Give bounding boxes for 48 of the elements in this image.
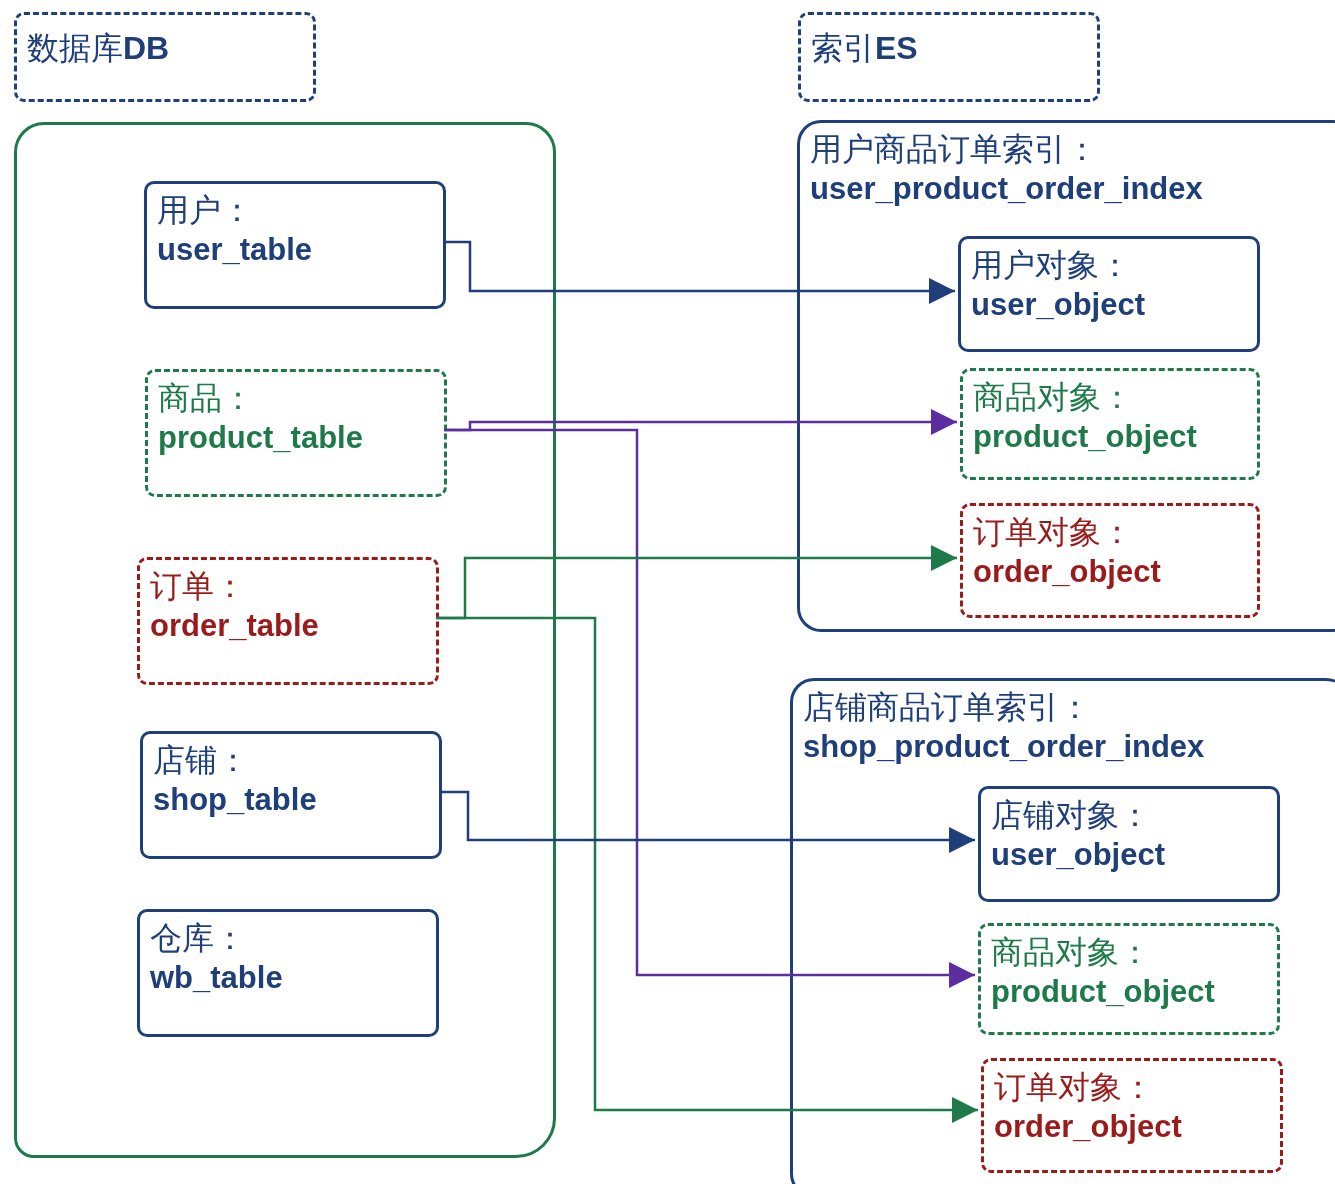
object-box xyxy=(960,503,1260,618)
table-name: shop_table xyxy=(153,781,317,819)
table-name: order_object xyxy=(973,553,1161,591)
table-box xyxy=(140,731,442,859)
index-container xyxy=(790,678,1335,1184)
object-box xyxy=(978,786,1280,902)
object-box xyxy=(978,923,1280,1035)
table-label: 用户： xyxy=(157,191,253,230)
index-label: 用户商品订单索引： xyxy=(810,130,1098,169)
table-name: product_table xyxy=(158,419,363,457)
arrow xyxy=(443,240,955,304)
table-name: order_object xyxy=(994,1108,1182,1146)
index-container xyxy=(797,120,1335,632)
arrow xyxy=(444,428,975,988)
table-name: product_object xyxy=(973,418,1197,456)
object-box xyxy=(981,1058,1283,1173)
object-box xyxy=(958,236,1260,352)
index-name: user_product_order_index xyxy=(810,170,1203,208)
table-label: 订单对象： xyxy=(994,1068,1154,1107)
table-name: user_table xyxy=(157,231,313,269)
heading-text: 索引ES xyxy=(811,29,918,68)
index-name: shop_product_order_index xyxy=(803,728,1205,766)
table-box xyxy=(145,369,447,497)
table-label: 店铺： xyxy=(153,741,249,780)
database-container xyxy=(14,122,556,1158)
table-box xyxy=(137,909,439,1037)
table-label: 商品： xyxy=(158,379,254,418)
table-label: 用户对象： xyxy=(971,246,1131,285)
table-name: product_object xyxy=(991,973,1215,1011)
table-box xyxy=(144,181,446,309)
object-box xyxy=(960,368,1260,480)
table-name: order_table xyxy=(150,607,319,645)
arrow xyxy=(436,616,978,1123)
index-label: 店铺商品订单索引： xyxy=(803,688,1091,727)
table-name: user_object xyxy=(991,836,1165,874)
table-label: 商品对象： xyxy=(991,933,1151,972)
heading-text: 数据库DB xyxy=(27,29,170,68)
table-label: 店铺对象： xyxy=(991,796,1151,835)
heading-box xyxy=(14,12,316,102)
table-label: 订单： xyxy=(150,567,246,606)
table-name: user_object xyxy=(971,286,1145,324)
table-label: 商品对象： xyxy=(973,378,1133,417)
table-box xyxy=(137,557,439,685)
table-label: 订单对象： xyxy=(973,513,1133,552)
table-label: 仓库： xyxy=(150,919,246,958)
heading-box xyxy=(798,12,1100,102)
table-name: wb_table xyxy=(150,959,283,997)
arrow xyxy=(439,790,975,853)
